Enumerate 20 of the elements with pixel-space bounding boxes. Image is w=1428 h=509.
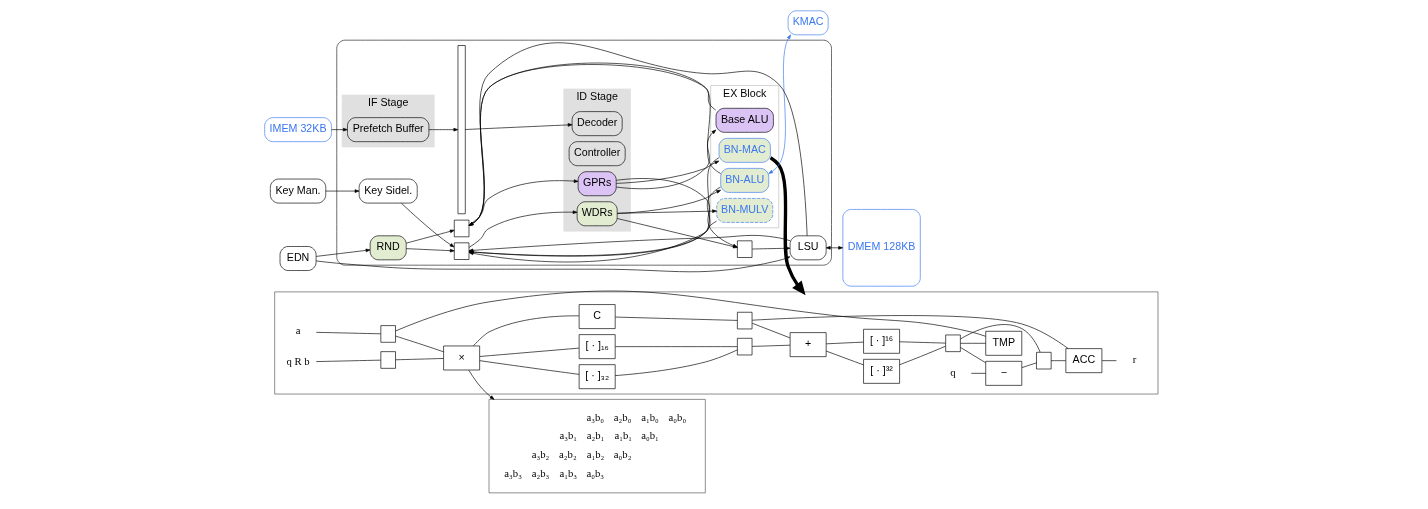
- label: a₀b₂: [613, 448, 632, 460]
- node-text: q: [950, 365, 956, 378]
- label: a₁b₂: [586, 448, 605, 460]
- label: a₁b₁: [614, 429, 633, 442]
- node-text: a: [295, 324, 301, 337]
- label: a₁b₀: [641, 410, 659, 423]
- label: a₃b₀: [586, 410, 604, 423]
- label: a₂b₀: [613, 410, 632, 423]
- label: a₃b₁: [559, 429, 577, 442]
- label: a₀b₃: [586, 466, 604, 479]
- label: a₀b₀: [668, 410, 687, 423]
- node-text: q R b: [286, 354, 310, 367]
- label: a₂b₁: [586, 429, 605, 442]
- label: a₂b₂: [559, 448, 577, 460]
- label: a₂b₃: [531, 466, 550, 479]
- label: a₀b₁: [641, 429, 659, 442]
- label: a₁b₃: [559, 466, 577, 479]
- label: a₃b₃: [504, 466, 522, 479]
- label: a₃b₂: [531, 448, 550, 460]
- node-text: r: [1132, 353, 1137, 366]
